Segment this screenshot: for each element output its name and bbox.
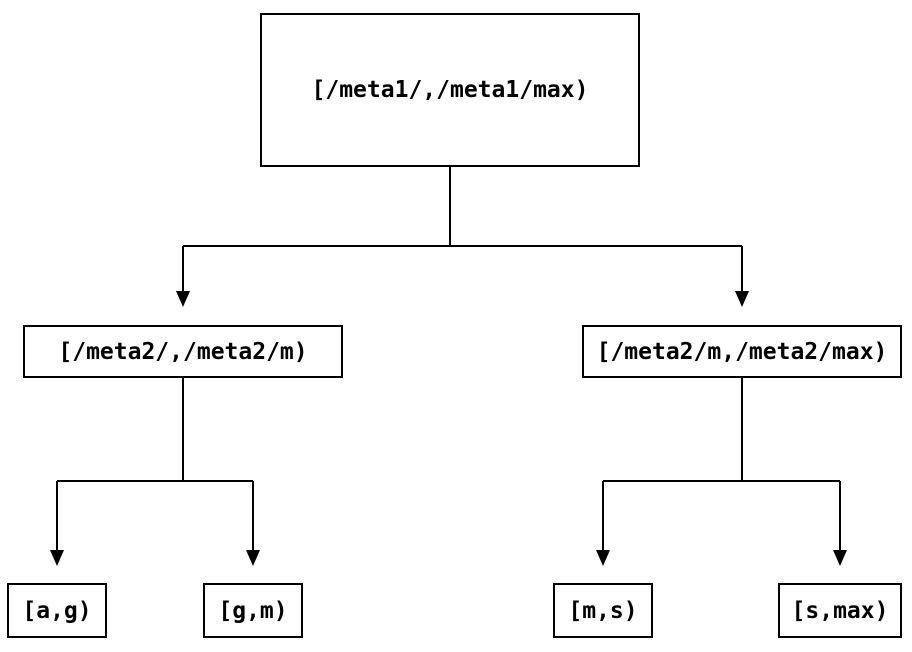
- node-g-m-label: [g,m): [218, 597, 288, 624]
- arrowhead-icon: [833, 550, 847, 566]
- arrowhead-icon: [246, 550, 260, 566]
- node-root: [/meta1/,/meta1/max): [260, 13, 640, 167]
- node-g-m: [g,m): [203, 583, 303, 638]
- arrowhead-icon: [596, 550, 610, 566]
- node-s-max-label: [s,max): [791, 597, 889, 624]
- node-m-s-label: [m,s): [568, 597, 638, 624]
- connector-meta2-low-to-children: [50, 378, 260, 566]
- node-a-g-label: [a,g): [22, 597, 92, 624]
- connector-root-to-children: [176, 167, 749, 307]
- node-s-max: [s,max): [778, 583, 902, 638]
- node-m-s: [m,s): [553, 583, 653, 638]
- arrowhead-icon: [735, 291, 749, 307]
- node-meta2-high: [/meta2/m,/meta2/max): [582, 325, 902, 378]
- arrowhead-icon: [50, 550, 64, 566]
- node-meta2-low: [/meta2/,/meta2/m): [23, 325, 343, 378]
- node-root-label: [/meta1/,/meta1/max): [311, 77, 589, 103]
- node-meta2-high-label: [/meta2/m,/meta2/max): [596, 338, 888, 365]
- node-meta2-low-label: [/meta2/,/meta2/m): [58, 338, 308, 365]
- connector-meta2-high-to-children: [596, 378, 847, 566]
- arrowhead-icon: [176, 291, 190, 307]
- node-a-g: [a,g): [7, 583, 107, 638]
